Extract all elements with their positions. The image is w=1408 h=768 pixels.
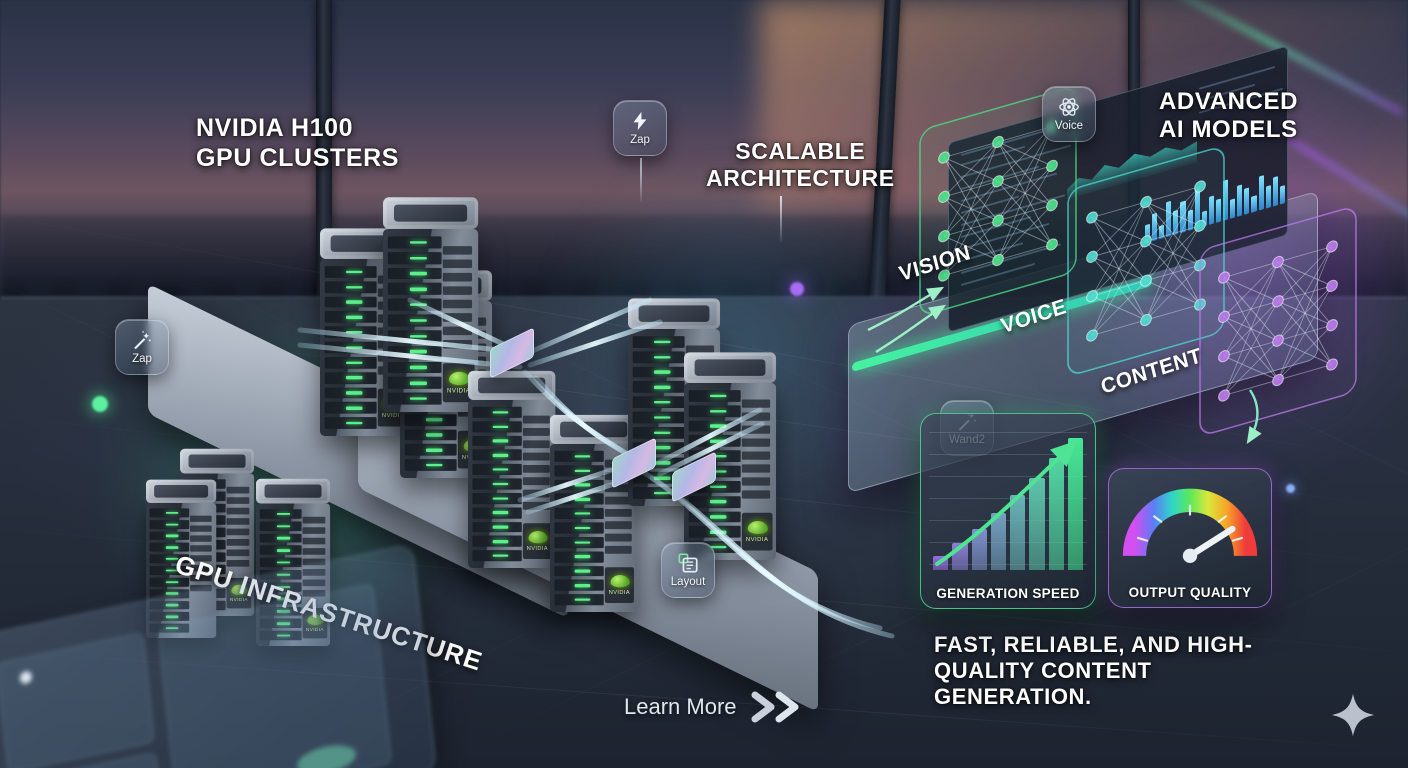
rack-top-panel xyxy=(468,370,556,400)
rack-vents xyxy=(226,486,250,567)
server-rack: NVIDIA xyxy=(550,414,638,612)
rack-status-leds xyxy=(149,508,190,633)
headline-scalable-architecture: SCALABLE ARCHITECTURE xyxy=(706,138,895,192)
leader-line xyxy=(640,158,642,202)
rack-top-panel xyxy=(146,479,217,503)
card-caption: OUTPUT QUALITY xyxy=(1128,584,1252,600)
rack-top-panel xyxy=(180,448,255,474)
badge-layout[interactable]: Layout xyxy=(661,542,715,598)
rack-vents xyxy=(741,399,771,499)
neural-panel-content xyxy=(1198,203,1358,439)
rack-status-leds xyxy=(259,509,302,641)
atom-icon xyxy=(1059,98,1079,116)
rack-top-panel xyxy=(684,352,777,383)
neural-panel-voice xyxy=(1066,143,1226,379)
lightning-bolt-icon xyxy=(633,111,647,131)
badge-label: Zap xyxy=(630,134,650,146)
bar xyxy=(990,512,1006,570)
server-rack: NVIDIA xyxy=(383,197,479,412)
server-rack xyxy=(146,479,217,638)
output-quality-gauge xyxy=(1109,469,1271,577)
rack-body: NVIDIA xyxy=(256,503,331,646)
bar xyxy=(1067,438,1083,570)
rack-top-panel xyxy=(628,298,721,329)
gauge-icon xyxy=(1122,488,1258,563)
tagline-line1: FAST, RELIABLE, AND HIGH- xyxy=(934,632,1253,657)
bar xyxy=(1048,458,1064,570)
nvidia-logo: NVIDIA xyxy=(226,578,252,609)
headline-scalable-line2: ARCHITECTURE xyxy=(706,165,895,192)
nvidia-logo: NVIDIA xyxy=(522,523,552,560)
headline-gpu-clusters: NVIDIA H100 GPU CLUSTERS xyxy=(196,114,399,173)
leader-line xyxy=(780,196,782,242)
badge-label: Voice xyxy=(1054,120,1084,132)
rack-status-leds xyxy=(472,406,522,562)
generation-speed-chart xyxy=(921,414,1095,578)
headline-scalable-line1: SCALABLE xyxy=(735,138,866,164)
server-rack: NVIDIA xyxy=(256,478,331,646)
rack-vents xyxy=(442,246,473,349)
bar xyxy=(1010,495,1026,570)
server-rack: NVIDIA xyxy=(684,352,777,560)
card-output-quality[interactable]: OUTPUT QUALITY xyxy=(1108,468,1272,608)
rack-body: NVIDIA xyxy=(468,400,556,568)
rack-status-leds xyxy=(387,236,442,405)
headline-advanced-ai-models: ADVANCED AI MODELS xyxy=(1159,88,1298,145)
layout-icon xyxy=(678,553,698,573)
learn-more-label: Learn More xyxy=(624,694,737,719)
badge-label: Zap xyxy=(132,353,152,365)
double-chevron-right-icon xyxy=(751,691,799,723)
card-generation-speed[interactable]: GENERATION SPEED xyxy=(920,413,1096,609)
rack-status-leds xyxy=(554,450,604,606)
headline-advanced-line1: ADVANCED xyxy=(1159,88,1299,115)
badge-label: Layout xyxy=(670,576,706,588)
ambient-light-dot xyxy=(92,396,108,412)
sparkle-icon xyxy=(1331,693,1375,737)
badge-zap-top[interactable]: Zap xyxy=(613,100,667,156)
rack-top-panel xyxy=(256,478,331,504)
tagline: FAST, RELIABLE, AND HIGH- QUALITY CONTEN… xyxy=(934,632,1284,710)
tagline-line2: QUALITY CONTENT GENERATION. xyxy=(934,657,1152,709)
badge-zap-left[interactable]: Zap xyxy=(115,319,169,375)
headline-gpu-line2: GPU CLUSTERS xyxy=(196,143,400,172)
bar xyxy=(1029,477,1045,570)
nvidia-logo: NVIDIA xyxy=(302,608,328,639)
rack-body xyxy=(146,503,217,638)
badge-voice[interactable]: Voice xyxy=(1042,86,1096,142)
nvidia-logo: NVIDIA xyxy=(741,512,773,551)
rack-body: NVIDIA xyxy=(383,229,479,412)
ambient-light-dot xyxy=(1286,484,1295,493)
trend-arrow-icon xyxy=(935,440,1078,566)
learn-more-button[interactable]: Learn More xyxy=(624,690,807,724)
card-caption: GENERATION SPEED xyxy=(936,585,1080,601)
bar-series xyxy=(933,434,1083,570)
server-rack: NVIDIA xyxy=(468,370,556,568)
headline-gpu-line1: NVIDIA H100 xyxy=(196,114,354,142)
rack-vents xyxy=(302,516,326,597)
ambient-light-dot xyxy=(790,282,804,296)
ai-models-platform xyxy=(838,45,1357,494)
rack-top-panel xyxy=(383,197,479,229)
rack-top-panel xyxy=(550,414,638,444)
rack-status-leds xyxy=(324,266,377,429)
rack-vents xyxy=(190,515,212,592)
magic-wand-icon xyxy=(134,331,151,350)
bar xyxy=(971,529,987,570)
headline-advanced-line2: AI MODELS xyxy=(1159,116,1298,144)
nvidia-logo: NVIDIA xyxy=(604,567,634,604)
rack-vents xyxy=(522,415,550,510)
